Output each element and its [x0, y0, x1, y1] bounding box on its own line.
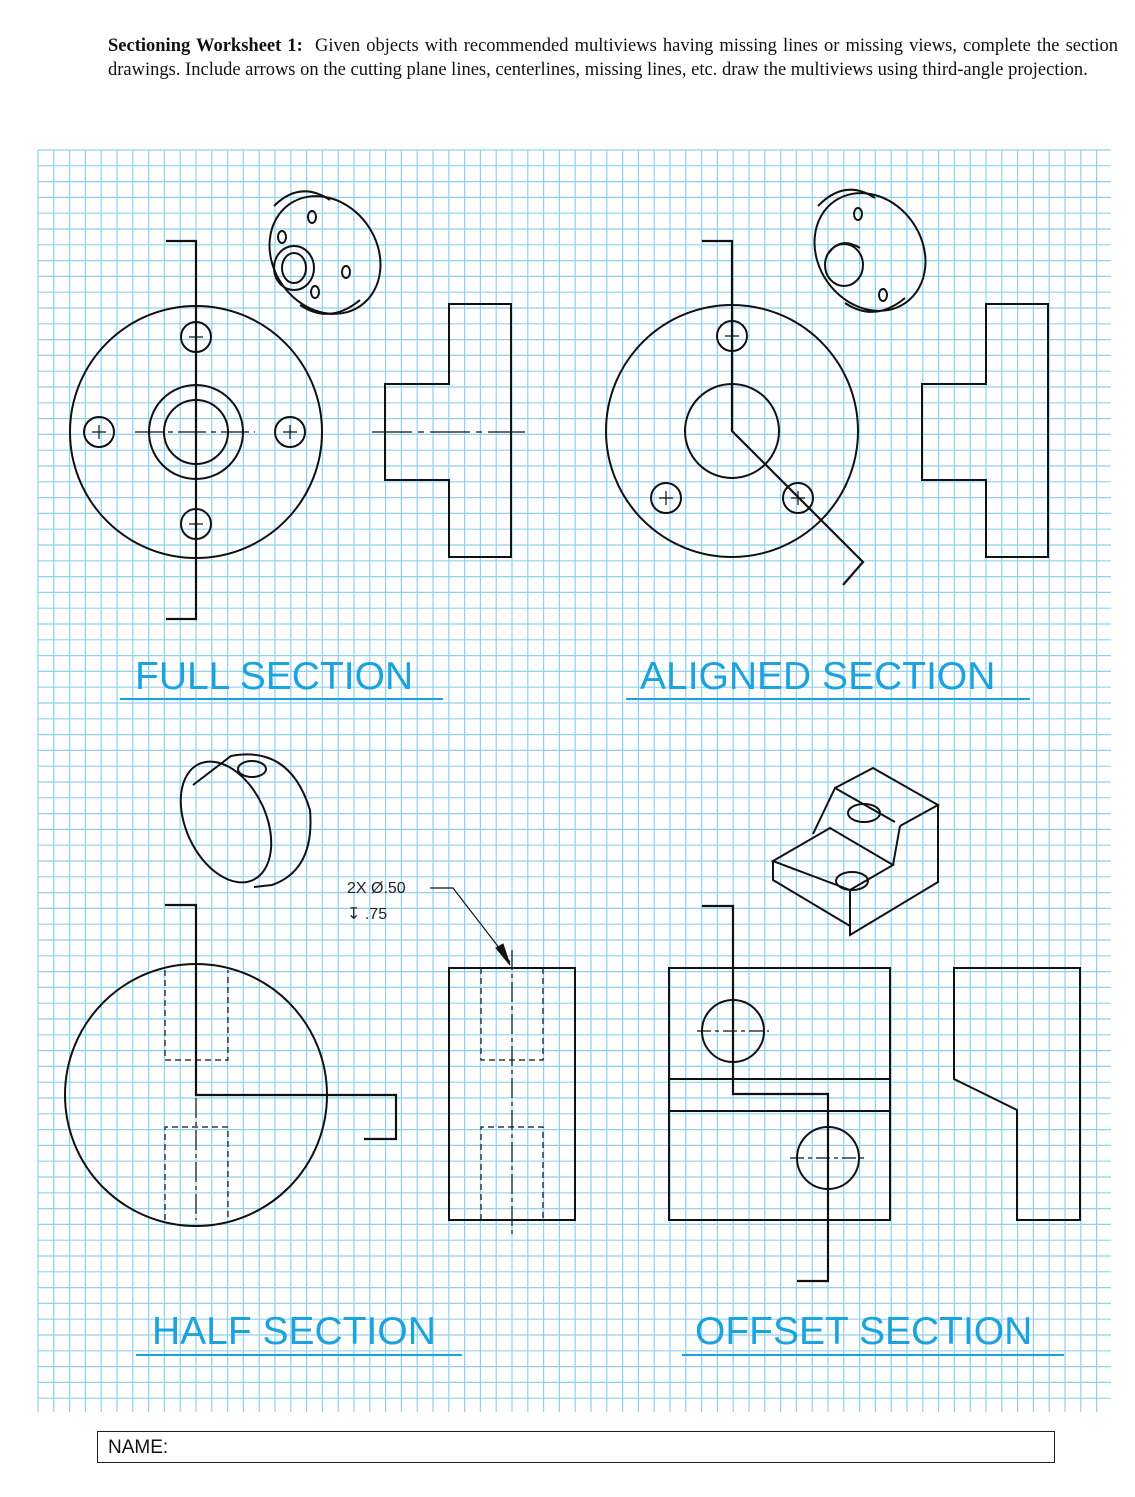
instructions-text: Sectioning Worksheet 1: Given objects wi…: [108, 34, 1118, 82]
half-section-front-view: [64, 903, 398, 1227]
full-section-isometric: [268, 190, 382, 315]
full-section-drawing: [69, 190, 525, 700]
aligned-section-isometric: [813, 188, 927, 313]
hole-callout-depth: ↧ .75: [347, 906, 387, 923]
name-label: NAME:: [108, 1437, 169, 1458]
aligned-section-drawing: [605, 188, 1049, 700]
half-section-label: HALF SECTION: [152, 1310, 436, 1353]
full-section-front-view: [69, 239, 323, 621]
half-section-drawing: [64, 753, 576, 1356]
aligned-section-side-view: [921, 303, 1049, 558]
offset-section-front-view: [668, 904, 891, 1283]
worksheet-title: Sectioning Worksheet 1:: [108, 36, 303, 56]
half-section-isometric: [179, 753, 312, 888]
graph-paper-grid: [37, 149, 1111, 1412]
aligned-section-front-view: [605, 239, 865, 586]
aligned-section-label: ALIGNED SECTION: [640, 655, 995, 698]
half-section-side-view: [430, 887, 576, 1238]
offset-section-isometric: [770, 766, 941, 937]
hole-callout-diameter: 2X Ø.50: [347, 880, 406, 897]
full-section-side-view: [372, 303, 525, 558]
offset-section-label: OFFSET SECTION: [695, 1310, 1032, 1353]
full-section-label: FULL SECTION: [135, 655, 413, 698]
instructions-body: Given objects with recommended multiview…: [108, 36, 1118, 80]
name-field[interactable]: NAME:: [97, 1431, 1055, 1463]
offset-section-side-view: [953, 967, 1081, 1221]
offset-section-drawing: [668, 766, 1081, 1356]
